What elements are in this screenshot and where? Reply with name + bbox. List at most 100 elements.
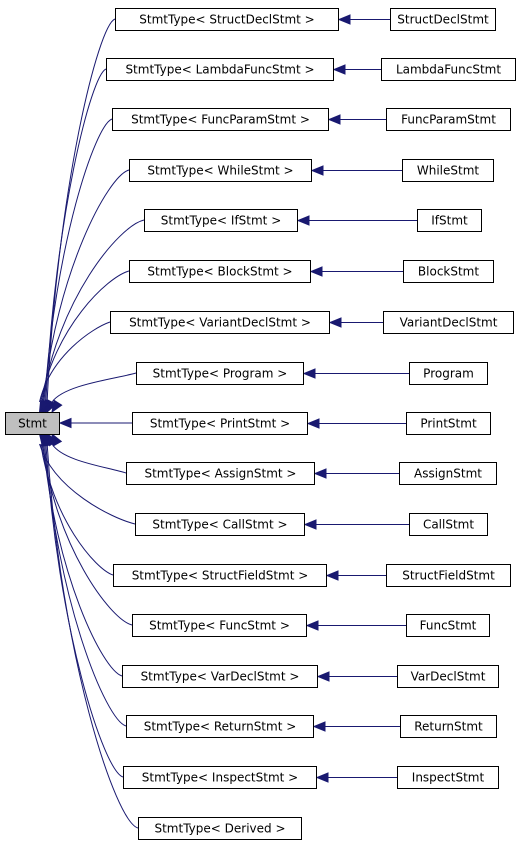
class-node-l11-box	[386, 564, 511, 587]
root-node-stmt[interactable]: Stmt	[5, 412, 60, 435]
class-node-l9[interactable]: AssignStmt	[399, 462, 497, 485]
class-node-l6[interactable]: VariantDeclStmt	[383, 311, 514, 334]
template-node-t7[interactable]: StmtType< Program >	[136, 362, 304, 385]
template-node-t12-label: StmtType< FuncStmt >	[149, 619, 290, 633]
template-node-t11-label: StmtType< StructFieldStmt >	[132, 569, 309, 583]
class-node-l3[interactable]: WhileStmt	[402, 159, 494, 182]
arrowhead-t7	[51, 399, 63, 414]
template-node-t14[interactable]: StmtType< ReturnStmt >	[126, 715, 314, 738]
class-node-l8-label: PrintStmt	[420, 417, 477, 431]
template-node-t1[interactable]: StmtType< LambdaFuncStmt >	[106, 58, 334, 81]
class-node-l7[interactable]: Program	[409, 362, 488, 385]
template-node-t13-box	[122, 665, 318, 688]
class-node-l2-box	[386, 108, 511, 131]
class-node-l14-label: ReturnStmt	[414, 720, 483, 734]
class-node-l1-box	[381, 58, 516, 81]
template-node-t15[interactable]: StmtType< InspectStmt >	[123, 766, 317, 789]
class-node-l12[interactable]: FuncStmt	[406, 614, 490, 637]
class-node-l8-box	[406, 412, 491, 435]
template-node-t9-box	[126, 462, 315, 485]
template-node-t14-box	[126, 715, 314, 738]
template-node-t15-box	[123, 766, 317, 789]
class-node-l15-label: InspectStmt	[412, 771, 485, 785]
class-node-l4-label: IfStmt	[431, 214, 468, 228]
arrowhead-l3	[310, 165, 324, 176]
template-node-t6[interactable]: StmtType< VariantDeclStmt >	[110, 311, 330, 334]
class-node-l9-box	[399, 462, 497, 485]
class-node-l3-box	[402, 159, 494, 182]
class-node-l13[interactable]: VarDeclStmt	[397, 665, 499, 688]
class-node-l0-label: StructDeclStmt	[397, 13, 489, 27]
class-node-l12-label: FuncStmt	[420, 619, 477, 633]
arrowhead-l4	[296, 215, 310, 226]
edges-layer	[39, 18, 417, 829]
template-node-t3-label: StmtType< WhileStmt >	[147, 164, 293, 178]
template-node-t12[interactable]: StmtType< FuncStmt >	[132, 614, 307, 637]
template-node-t3[interactable]: StmtType< WhileStmt >	[129, 159, 312, 182]
arrowhead-l15	[315, 772, 329, 783]
arrowhead-l9	[313, 468, 327, 479]
class-node-l5[interactable]: BlockStmt	[403, 260, 494, 283]
template-node-t8[interactable]: StmtType< PrintStmt >	[132, 412, 308, 435]
edge-t15-to-root	[45, 443, 124, 778]
arrowhead-l12	[305, 620, 319, 631]
arrowhead-l10	[303, 519, 317, 530]
template-node-t10[interactable]: StmtType< CallStmt >	[135, 513, 305, 536]
arrowhead-l0	[337, 14, 351, 25]
class-node-l5-box	[403, 260, 494, 283]
template-node-t16[interactable]: StmtType< Derived >	[138, 817, 302, 840]
template-node-t8-box	[132, 412, 308, 435]
arrowhead-l11	[325, 570, 339, 581]
template-node-t13[interactable]: StmtType< VarDeclStmt >	[122, 665, 318, 688]
root-node-stmt-box	[5, 412, 60, 435]
arrowhead-l5	[309, 266, 323, 277]
edge-t9-to-root	[51, 443, 127, 474]
template-node-t3-box	[129, 159, 312, 182]
edge-t7-to-root	[51, 372, 137, 403]
template-node-t11-box	[113, 564, 327, 587]
edge-t5-to-root	[40, 270, 130, 403]
class-node-l15-box	[397, 766, 499, 789]
class-node-l15[interactable]: InspectStmt	[397, 766, 499, 789]
template-node-t11[interactable]: StmtType< StructFieldStmt >	[113, 564, 327, 587]
class-node-l10-label: CallStmt	[423, 518, 474, 532]
class-node-l0[interactable]: StructDeclStmt	[390, 8, 496, 31]
arrowhead-t6	[38, 399, 50, 414]
template-node-t14-label: StmtType< ReturnStmt >	[144, 720, 297, 734]
template-node-t1-box	[106, 58, 334, 81]
class-node-l1[interactable]: LambdaFuncStmt	[381, 58, 516, 81]
template-node-t16-box	[138, 817, 302, 840]
template-node-t0[interactable]: StmtType< StructDeclStmt >	[115, 8, 339, 31]
template-node-t0-label: StmtType< StructDeclStmt >	[139, 13, 314, 27]
class-node-l10[interactable]: CallStmt	[409, 513, 488, 536]
template-node-t0-box	[115, 8, 339, 31]
template-node-t12-box	[132, 614, 307, 637]
class-node-l14-box	[400, 715, 497, 738]
template-node-t9-label: StmtType< AssignStmt >	[144, 467, 296, 481]
class-node-l4[interactable]: IfStmt	[417, 209, 482, 232]
edge-t6-to-root	[39, 321, 111, 403]
template-node-t9[interactable]: StmtType< AssignStmt >	[126, 462, 315, 485]
template-node-t2-label: StmtType< FuncParamStmt >	[131, 113, 310, 127]
edge-t4-to-root	[41, 219, 145, 403]
template-node-t4[interactable]: StmtType< IfStmt >	[144, 209, 298, 232]
class-node-l2[interactable]: FuncParamStmt	[386, 108, 511, 131]
class-node-l6-box	[383, 311, 514, 334]
template-node-t8-label: StmtType< PrintStmt >	[150, 417, 290, 431]
template-node-t6-label: StmtType< VariantDeclStmt >	[129, 316, 311, 330]
template-node-t4-box	[144, 209, 298, 232]
class-node-l10-box	[409, 513, 488, 536]
template-node-t5[interactable]: StmtType< BlockStmt >	[129, 260, 311, 283]
edge-t1-to-root	[45, 68, 107, 403]
class-node-l11[interactable]: StructFieldStmt	[386, 564, 511, 587]
class-node-l1-label: LambdaFuncStmt	[396, 63, 501, 77]
template-node-t1-label: StmtType< LambdaFuncStmt >	[125, 63, 314, 77]
arrowhead-l2	[327, 114, 341, 125]
edge-t0-to-root	[46, 18, 116, 403]
class-node-l12-box	[406, 614, 490, 637]
class-node-l8[interactable]: PrintStmt	[406, 412, 491, 435]
class-node-l14[interactable]: ReturnStmt	[400, 715, 497, 738]
arrowhead-l13	[316, 671, 330, 682]
template-node-t2[interactable]: StmtType< FuncParamStmt >	[112, 108, 329, 131]
template-node-t7-label: StmtType< Program >	[153, 367, 288, 381]
